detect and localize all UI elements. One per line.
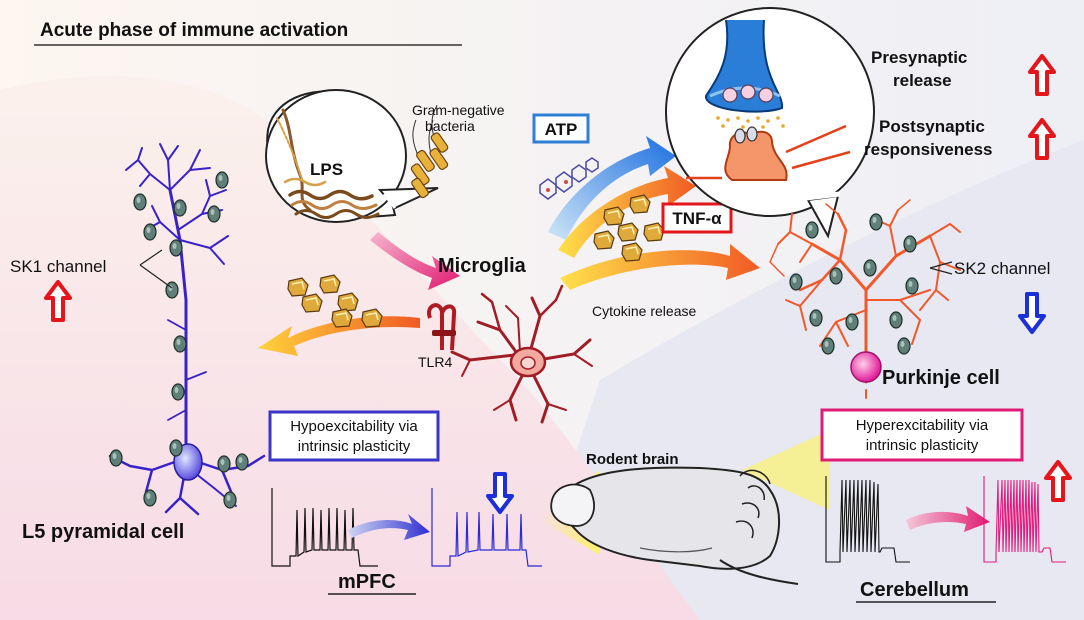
cerebellum-beam: [742, 430, 830, 510]
sk1-pointer: [139, 249, 173, 289]
tnf-label: TNF-α: [672, 209, 722, 228]
lps-bubble: LPS: [265, 89, 439, 223]
bacteria-label-line2: bacteria: [425, 118, 475, 134]
figure-title: Acute phase of immune activation: [40, 20, 348, 41]
lps-molecule: [276, 108, 380, 219]
synapse-bubble: [665, 7, 875, 239]
atp-label: ATP: [545, 120, 578, 139]
pyramidal-cell: [108, 143, 266, 516]
cerebellum-trace-before: [825, 476, 910, 563]
presynaptic-label-line2: release: [893, 71, 952, 90]
cerebellum-change-arrow: [906, 506, 990, 532]
purkinje-cell: [769, 199, 961, 399]
postsynaptic-spine: [686, 124, 851, 181]
hypoexcitability-box: [268, 410, 440, 462]
cytokine-release-label: Cytokine release: [592, 303, 696, 319]
hyper-box-line1: Hyperexcitability via: [856, 417, 989, 434]
pyramidal-label: L5 pyramidal cell: [22, 521, 184, 543]
sk2-pointer: [929, 261, 953, 275]
mpfc-label: mPFC: [338, 571, 396, 593]
purkinje-label: Purkinje cell: [882, 367, 1000, 389]
microglia-label: Microglia: [438, 255, 527, 277]
cytokine-to-synapse-arrow: [558, 166, 696, 258]
cerebellum-label: Cerebellum: [860, 579, 969, 601]
microglia-cell: [450, 284, 593, 424]
gram-negative-bacteria-icon: Gram-negative bacteria: [410, 102, 505, 199]
tnf-box: [661, 202, 733, 234]
atp-box: [532, 113, 590, 144]
presynaptic-label-line1: Presynaptic: [871, 48, 967, 67]
hypo-box-line2: intrinsic plasticity: [298, 438, 411, 455]
bacteria-label-line1: Gram-negative: [412, 102, 505, 118]
postsynaptic-label-line2: responsiveness: [864, 140, 993, 159]
atp-arrow: [548, 136, 676, 240]
lps-label: LPS: [310, 160, 343, 179]
lps-to-microglia-arrow: [370, 232, 460, 290]
mpfc-trace-after: [431, 488, 542, 567]
sk2-label: SK2 channel: [954, 259, 1050, 278]
hypo-box-line1: Hypoexcitability via: [290, 418, 418, 435]
cerebellum-trace-after: [983, 476, 1066, 563]
rodent-brain-icon: [550, 466, 799, 585]
hyper-box-line2: intrinsic plasticity: [866, 437, 979, 454]
sk1-label: SK1 channel: [10, 257, 106, 276]
tlr4-receptor-icon: [427, 303, 457, 351]
atp-molecule: [539, 157, 599, 200]
hyperexcitability-box: [820, 408, 1024, 462]
mpfc-change-arrow: [348, 514, 430, 540]
cytokine-to-purkinje-arrow: [560, 244, 760, 290]
mpfc-trace-before: [271, 488, 378, 567]
postsynaptic-label-line1: Postsynaptic: [879, 117, 985, 136]
purkinje-soma: [850, 351, 882, 383]
tlr4-label: TLR4: [418, 354, 452, 370]
presynaptic-terminal: [705, 19, 785, 129]
rodent-brain-label: Rodent brain: [586, 451, 679, 468]
